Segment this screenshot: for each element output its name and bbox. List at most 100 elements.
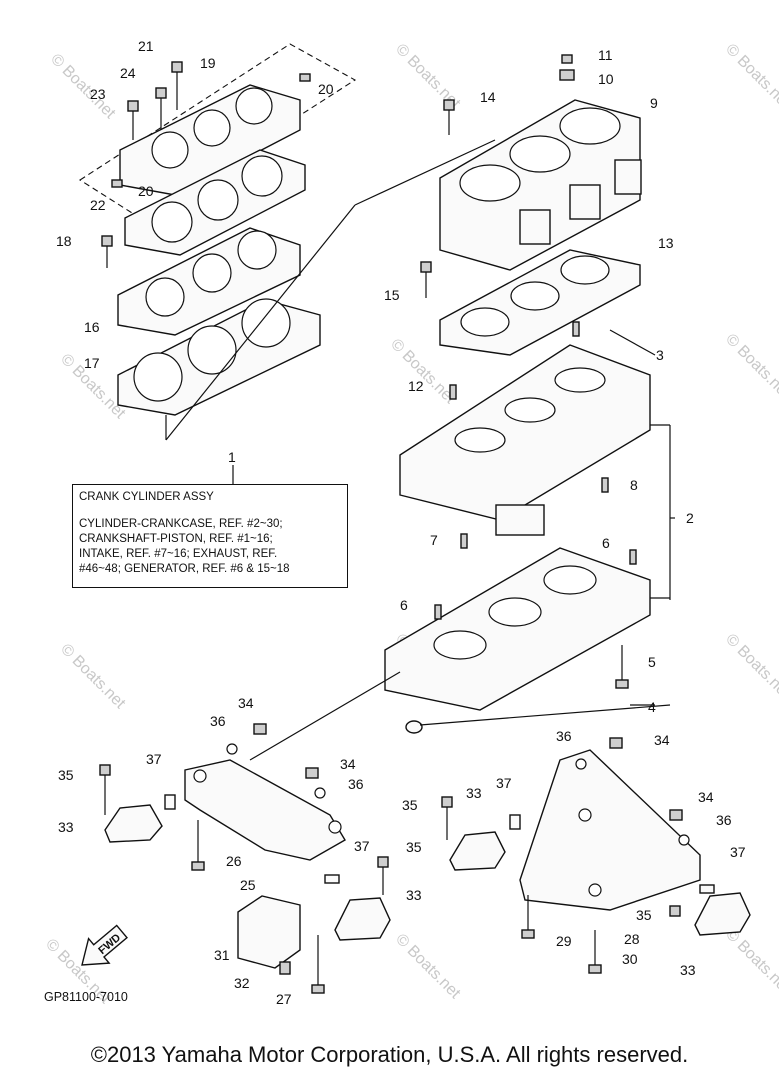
bolt-32-icon (279, 961, 291, 975)
callout-number: 11 (598, 47, 613, 63)
bolt-35-icon (669, 905, 681, 917)
bolt-34-icon (669, 809, 683, 821)
callout-number: 37 (146, 751, 162, 767)
diagram-code: GP81100-7010 (44, 990, 128, 1004)
bolt-5-icon (615, 645, 629, 689)
callout-number: 14 (480, 89, 496, 105)
bolt-29-icon (521, 895, 535, 939)
cylinder-block-group (420, 54, 642, 356)
bolt-11-icon (561, 54, 573, 64)
bolt-34-icon (305, 767, 319, 779)
forward-arrow-icon: FWD (81, 924, 128, 966)
bolt-15-icon (420, 261, 432, 298)
bolt-35-icon (377, 856, 389, 895)
callout-number: 30 (622, 951, 638, 967)
callout-number: 36 (556, 728, 572, 744)
callout-number: 10 (598, 71, 614, 87)
washer-36-icon (314, 787, 326, 799)
callout-number: 18 (56, 233, 72, 249)
bolt-26-icon (191, 820, 205, 871)
callout-number: 33 (406, 887, 422, 903)
washer-36-icon (678, 834, 690, 846)
bolt-34-icon (609, 737, 623, 749)
clamp-10-icon (559, 69, 575, 81)
callout-number: 4 (648, 699, 656, 715)
callout-number: 7 (430, 532, 438, 548)
assembly-reference-box: CRANK CYLINDER ASSY CYLINDER-CRANKCASE, … (72, 484, 348, 588)
callout-labels: 21 19 24 23 20 20 22 18 16 17 11 10 14 9… (56, 38, 746, 1007)
callout-number: 5 (648, 654, 656, 670)
callout-number: 35 (406, 839, 422, 855)
callout-number: 34 (698, 789, 714, 805)
callout-number: 22 (90, 197, 106, 213)
assembly-note: CRANKSHAFT-PISTON, REF. #1~16; (79, 533, 273, 545)
callout-number: 35 (402, 797, 418, 813)
watermark: © Boats.net (392, 931, 464, 1003)
callout-number: 33 (680, 962, 696, 978)
assembly-note: #46~48; GENERATOR, REF. #6 & 15~18 (79, 563, 290, 575)
bolt-30-icon (588, 930, 602, 974)
washer-36-icon (226, 743, 238, 755)
callout-number: 19 (200, 55, 216, 71)
copyright-notice: ©2013 Yamaha Motor Corporation, U.S.A. A… (90, 1042, 689, 1067)
assembly-note: CYLINDER-CRANKCASE, REF. #2~30; (79, 518, 283, 530)
dowel-6-icon (434, 604, 442, 620)
engine-mount-33-part (334, 897, 391, 941)
callout-number: 32 (234, 975, 250, 991)
callout-number: 12 (408, 378, 424, 394)
callout-number: 6 (400, 597, 408, 613)
callout-number: 20 (138, 183, 154, 199)
callout-number: 37 (730, 844, 746, 860)
dowel-7-icon (460, 533, 468, 549)
callout-number: 9 (650, 95, 658, 111)
crankcase-lower-part (384, 547, 651, 711)
crankcase-upper-part (399, 344, 651, 521)
assembly-note: INTAKE, REF. #7~16; EXHAUST, REF. (79, 548, 278, 560)
callout-number: 31 (214, 947, 230, 963)
bolt-23-icon (127, 100, 139, 140)
callout-number: 34 (340, 756, 356, 772)
bracket-31-part (237, 895, 301, 969)
callout-number: 2 (686, 510, 694, 526)
bolt-21-icon (171, 61, 183, 110)
dowel-8-icon (601, 477, 609, 493)
watermark: © Boats.net (722, 631, 779, 703)
callout-number: 17 (84, 355, 100, 371)
bolt-27-icon (311, 935, 325, 994)
bolt-35-icon (99, 764, 111, 815)
callout-number: 24 (120, 65, 136, 81)
callout-number: 35 (58, 767, 74, 783)
callout-number: 21 (138, 38, 154, 54)
callout-number: 36 (210, 713, 226, 729)
bolt-34-icon (253, 723, 267, 735)
engine-mount-33-part (449, 831, 506, 871)
engine-mount-33-part (694, 892, 751, 936)
rear-mount-group (441, 737, 751, 974)
callout-number: 23 (90, 86, 106, 102)
dowel-12-icon (449, 384, 457, 400)
callout-number: 1 (228, 449, 236, 465)
callout-number: 26 (226, 853, 242, 869)
pin-20-icon (299, 73, 311, 82)
crankcase-group (249, 321, 671, 761)
callout-number: 8 (630, 477, 638, 493)
watermark: © Boats.net (722, 41, 779, 113)
callout-number: 33 (466, 785, 482, 801)
callout-number: 34 (238, 695, 254, 711)
engine-bracket-front-part (184, 759, 346, 861)
bolt-35-icon (441, 796, 453, 840)
callout-number: 20 (318, 81, 334, 97)
callout-number: 15 (384, 287, 400, 303)
leader-lines (232, 329, 675, 706)
callout-number: 34 (654, 732, 670, 748)
dowel-6-icon (629, 549, 637, 565)
callout-number: 33 (58, 819, 74, 835)
callout-number: 25 (240, 877, 256, 893)
callout-number: 13 (658, 235, 674, 251)
bolt-24-icon (155, 87, 167, 130)
callout-number: 29 (556, 933, 572, 949)
callout-number: 6 (602, 535, 610, 551)
watermark: © Boats.net (722, 926, 779, 998)
callout-number: 36 (348, 776, 364, 792)
callout-number: 37 (496, 775, 512, 791)
